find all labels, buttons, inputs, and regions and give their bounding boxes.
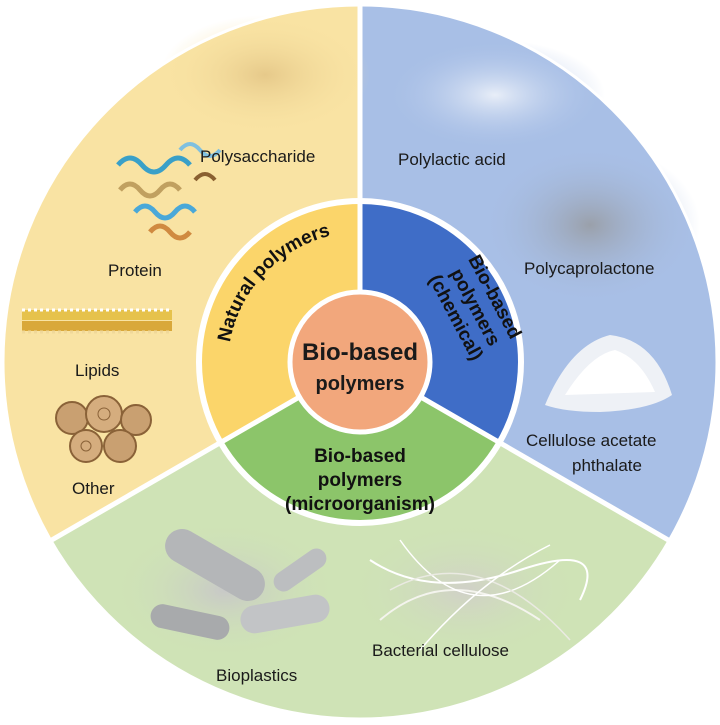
center-circle (287, 289, 433, 435)
wood-logs-icon (55, 395, 152, 463)
label-polycaprolactone: Polycaprolactone (524, 259, 654, 278)
microorganism-title-line2: polymers (318, 470, 402, 491)
label-bacterial-cellulose: Bacterial cellulose (372, 641, 509, 660)
center-title-line2: polymers (316, 373, 405, 395)
protein-ribbon-icon (116, 142, 222, 241)
label-polysaccharide: Polysaccharide (200, 147, 315, 166)
label-other: Other (72, 479, 115, 498)
label-phthalate: phthalate (572, 456, 642, 475)
label-bioplastics: Bioplastics (216, 666, 297, 685)
center-title-line1: Bio-based (302, 339, 418, 366)
polylactic-acid-powder-icon (385, 40, 605, 150)
microorganism-title-line3: (microorganism) (285, 494, 435, 515)
label-cellulose-acetate: Cellulose acetate (526, 431, 656, 450)
polycaprolactone-powder-icon (480, 145, 700, 305)
polysaccharide-powder-icon (160, 15, 370, 135)
label-polylactic-acid: Polylactic acid (398, 150, 506, 169)
cellulose-fiber-icon (345, 520, 589, 660)
label-lipids: Lipids (75, 361, 119, 380)
powder-pile-icon (545, 335, 672, 412)
label-protein: Protein (108, 261, 162, 280)
microorganism-title-line1: Bio-based (314, 446, 406, 467)
outer-ring-border (1, 3, 719, 721)
lipid-bilayer-icon (22, 308, 172, 334)
bacteria-icon (110, 520, 340, 660)
inner-ring-border (196, 198, 524, 526)
